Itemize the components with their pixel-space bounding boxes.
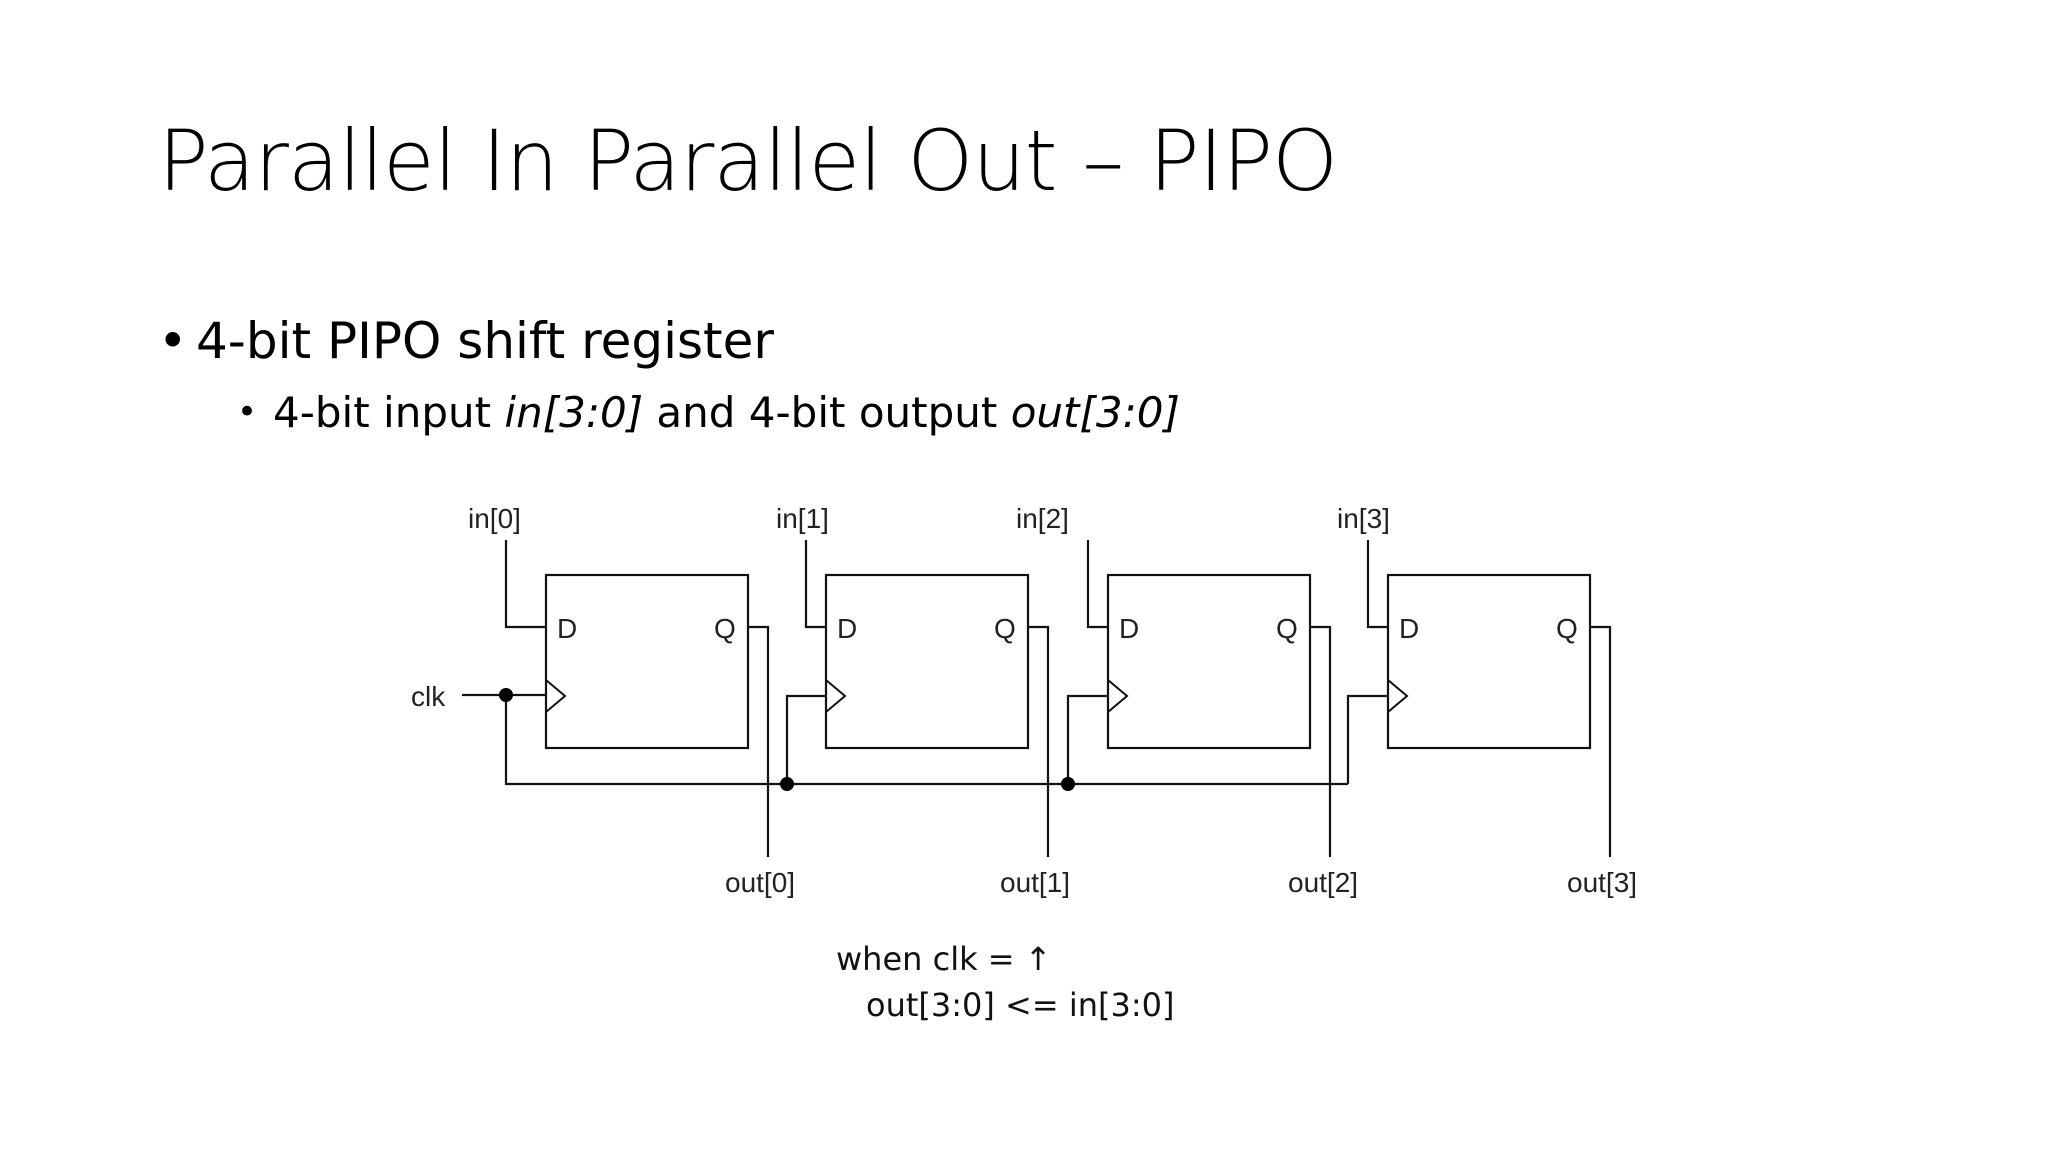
bullet-level2-part1: 4-bit input	[273, 388, 505, 437]
output-label-2: out[2]	[1288, 867, 1358, 898]
clock-triangle-icon	[1387, 679, 1409, 713]
d-pin-label: D	[1399, 613, 1419, 644]
q-pin-label: Q	[1276, 613, 1298, 644]
flipflop-box	[1106, 573, 1312, 750]
d-pin-label: D	[837, 613, 857, 644]
output-label-0: out[0]	[725, 867, 795, 898]
clk-junction-dot	[1061, 777, 1075, 791]
clk-label: clk	[411, 681, 446, 712]
d-pin-label: D	[557, 613, 577, 644]
clock-triangle-icon	[825, 679, 847, 713]
flipflop-0: D Q in[0] out[0]	[468, 503, 795, 898]
clk-ff2-wire	[1066, 694, 1108, 784]
clk-ff3-wire	[1346, 694, 1388, 784]
clock-triangle-icon	[545, 679, 567, 713]
rising-edge-arrow-icon: ↑	[1024, 940, 1052, 978]
input-label-0: in[0]	[468, 503, 521, 534]
bullet-marker: •	[158, 312, 188, 370]
clock-network	[462, 693, 1388, 786]
flipflop-3: D Q in[3] out[3]	[1337, 503, 1637, 898]
d-pin-label: D	[1119, 613, 1139, 644]
output-wire-1	[1028, 625, 1050, 857]
bullet-level2-part2: and 4-bit output	[643, 388, 1011, 437]
input-signal-name: in[3:0]	[504, 388, 644, 437]
input-label-1: in[1]	[776, 503, 829, 534]
output-signal-name: out[3:0]	[1010, 388, 1180, 437]
bullet-level2: • 4-bit input in[3:0] and 4-bit output ou…	[237, 388, 1180, 437]
clk-bus-wire	[504, 695, 1348, 786]
slide-title: Parallel In Parallel Out – PIPO	[158, 112, 1338, 210]
q-pin-label: Q	[1556, 613, 1578, 644]
flipflop-box	[824, 573, 1030, 750]
input-label-2: in[2]	[1016, 503, 1069, 534]
caption-line2: out[3:0] <= in[3:0]	[866, 986, 1175, 1024]
q-pin-label: Q	[714, 613, 736, 644]
flipflop-box	[544, 573, 750, 750]
input-label-3: in[3]	[1337, 503, 1390, 534]
clock-junctions	[499, 688, 1075, 791]
flipflop-box	[1386, 573, 1592, 750]
clock-triangle-icon	[1107, 679, 1129, 713]
bullet-level1: •4-bit PIPO shift register	[158, 312, 774, 370]
output-wire-2	[1310, 625, 1332, 857]
bullet-level1-text: 4-bit PIPO shift register	[196, 312, 774, 370]
clk-junction-dot	[499, 688, 513, 702]
flipflop-1: D Q in[1] out[1]	[776, 503, 1070, 898]
output-wire-0	[748, 625, 770, 857]
q-pin-label: Q	[994, 613, 1016, 644]
flipflop-2: D Q in[2] out[2]	[1016, 503, 1358, 898]
input-wire-1	[804, 540, 826, 629]
clock-behavior-caption: when clk = ↑ out[3:0] <= in[3:0]	[836, 936, 1174, 1028]
input-wire-2	[1086, 540, 1108, 629]
clk-ff1-wire	[785, 694, 826, 784]
caption-line1-text: when clk =	[836, 940, 1025, 978]
bullet-marker: •	[237, 392, 258, 432]
input-wire-0	[504, 540, 546, 629]
input-wire-3	[1366, 540, 1388, 629]
output-wire-3	[1590, 625, 1612, 857]
output-label-3: out[3]	[1567, 867, 1637, 898]
caption-line1: when clk = ↑	[836, 936, 1174, 982]
clk-junction-dot	[780, 777, 794, 791]
output-label-1: out[1]	[1000, 867, 1070, 898]
